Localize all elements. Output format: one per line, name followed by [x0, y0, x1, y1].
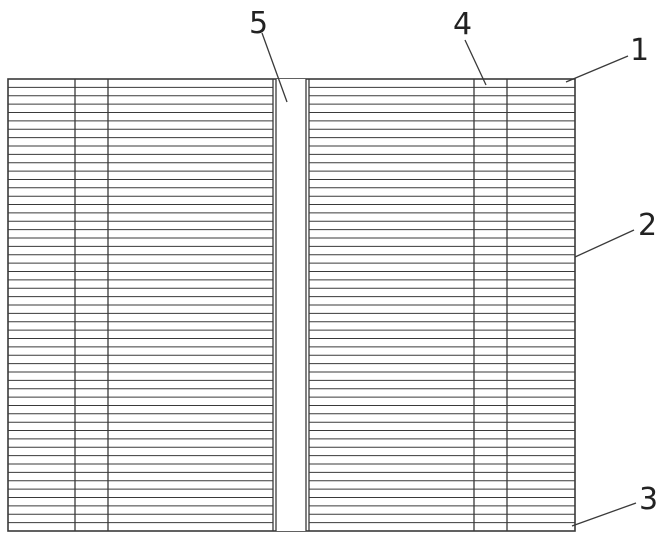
center-gap-fill [276, 79, 306, 531]
callout-label-1: 1 [630, 33, 649, 68]
leader-line-2 [575, 230, 634, 257]
center-gap [273, 79, 309, 531]
callout-label-3: 3 [639, 482, 658, 517]
leader-line-5 [262, 33, 287, 102]
callout-label-2: 2 [638, 208, 657, 243]
callout-label-4: 4 [453, 7, 472, 42]
leader-line-3 [572, 503, 636, 526]
callout-label-5: 5 [249, 6, 268, 41]
leader-line-1 [566, 56, 628, 82]
